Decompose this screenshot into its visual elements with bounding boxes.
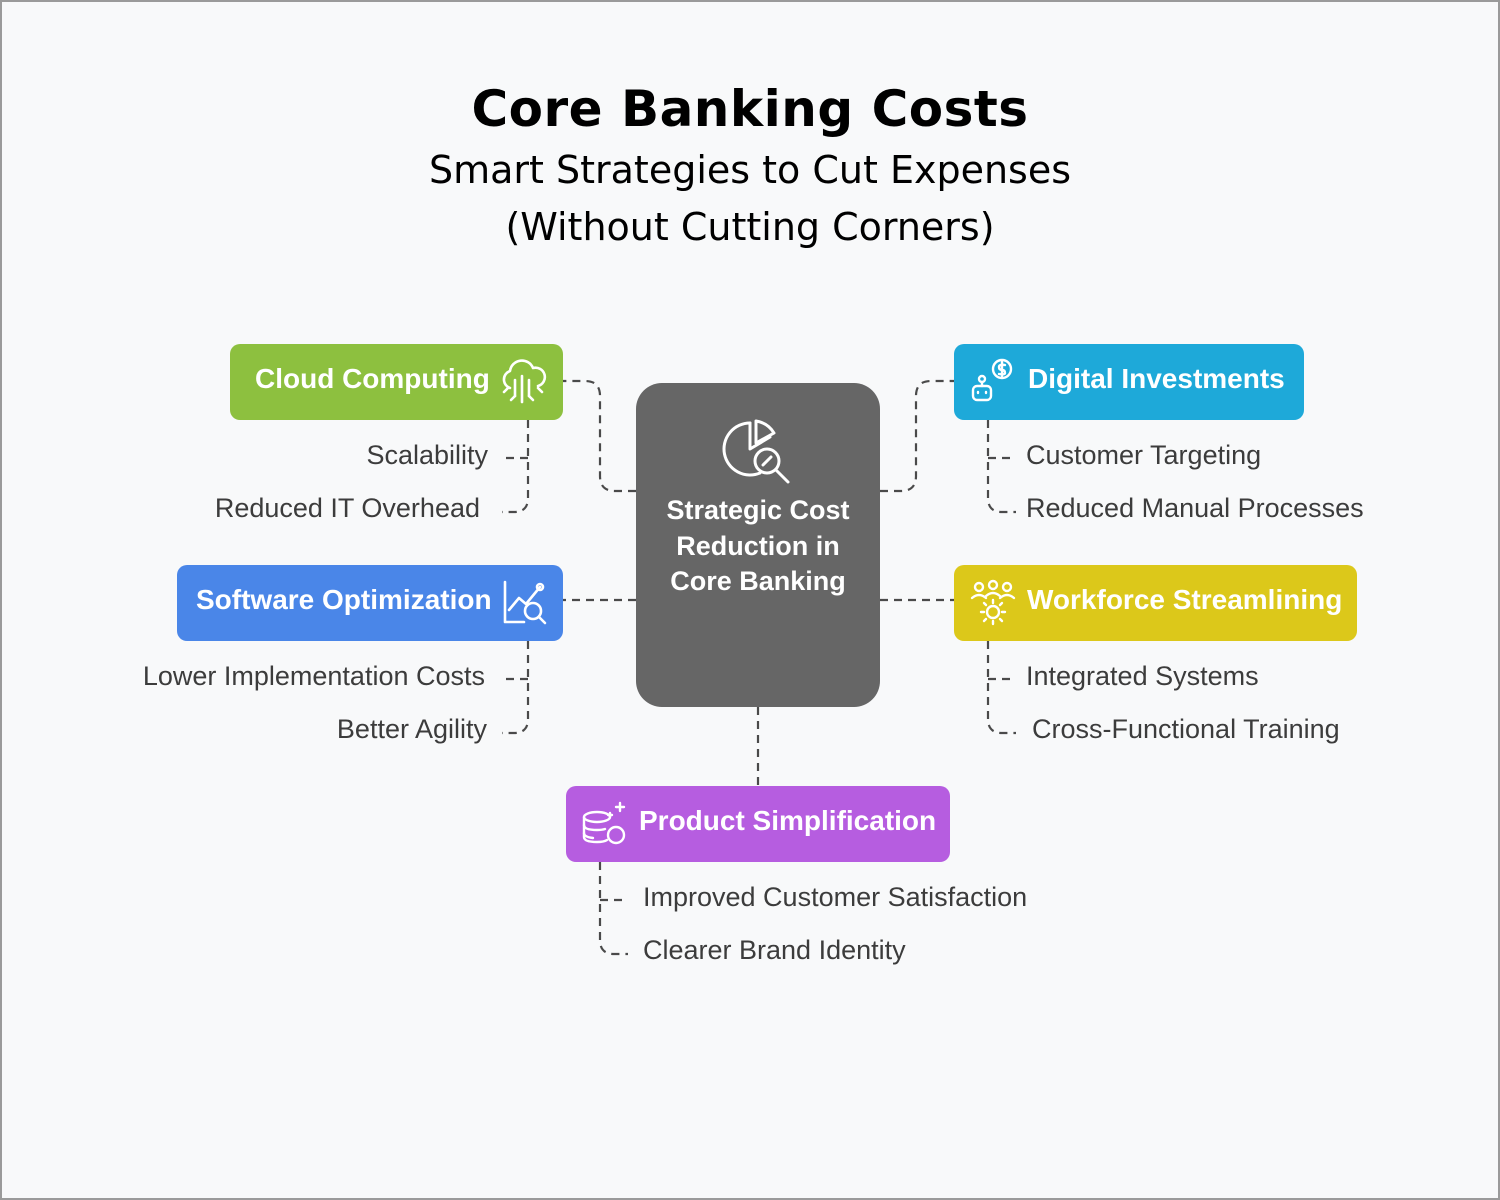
team-gear-icon xyxy=(968,578,1018,635)
node-workforce-streamlining: Workforce Streamlining xyxy=(954,565,1357,641)
workforce-item-1: Integrated Systems xyxy=(1026,661,1259,691)
link-product-items xyxy=(598,862,628,956)
workforce-item-2: Cross-Functional Training xyxy=(1032,714,1340,744)
chart-magnifier-icon xyxy=(500,578,550,635)
robot-dollar-icon xyxy=(968,357,1018,414)
page-subtitle-line-1: Smart Strategies to Cut Expenses xyxy=(428,148,1072,192)
node-product-simplification: Product Simplification xyxy=(566,786,950,862)
cloud-item-1: Scalability xyxy=(366,440,488,470)
node-software-optimization-label: Software Optimization xyxy=(196,584,492,615)
center-node: Strategic Cost Reduction in Core Banking xyxy=(636,383,880,707)
page-subtitle-line-2: (Without Cutting Corners) xyxy=(505,205,995,249)
digital-item-2: Reduced Manual Processes xyxy=(1026,493,1364,523)
software-item-1: Lower Implementation Costs xyxy=(142,661,485,691)
pie-chart-magnifier-icon xyxy=(720,415,796,496)
node-workforce-streamlining-label: Workforce Streamlining xyxy=(1027,584,1343,615)
center-node-label: Strategic Cost Reduction in Core Banking xyxy=(666,495,850,596)
link-center-digital xyxy=(880,379,954,493)
link-cloud-items xyxy=(502,420,530,514)
product-item-2: Clearer Brand Identity xyxy=(643,935,906,965)
software-item-2: Better Agility xyxy=(336,714,487,744)
link-center-cloud xyxy=(563,379,636,493)
digital-item-1: Customer Targeting xyxy=(1026,440,1262,470)
link-software-items xyxy=(502,641,530,735)
node-product-simplification-label: Product Simplification xyxy=(639,805,937,836)
cloud-item-2: Reduced IT Overhead xyxy=(214,493,480,523)
node-cloud-computing-label: Cloud Computing xyxy=(255,363,490,394)
page-title: Core Banking Costs xyxy=(471,80,1029,138)
node-digital-investments: Digital Investments xyxy=(954,344,1304,420)
product-item-1: Improved Customer Satisfaction xyxy=(643,882,1028,912)
coins-sparkle-icon xyxy=(580,799,630,856)
node-software-optimization: Software Optimization xyxy=(177,565,563,641)
node-digital-investments-label: Digital Investments xyxy=(1028,363,1285,394)
link-digital-items xyxy=(986,420,1016,514)
node-cloud-computing: Cloud Computing xyxy=(230,344,563,420)
cloud-circuit-icon xyxy=(498,358,548,415)
link-workforce-items xyxy=(986,641,1016,735)
